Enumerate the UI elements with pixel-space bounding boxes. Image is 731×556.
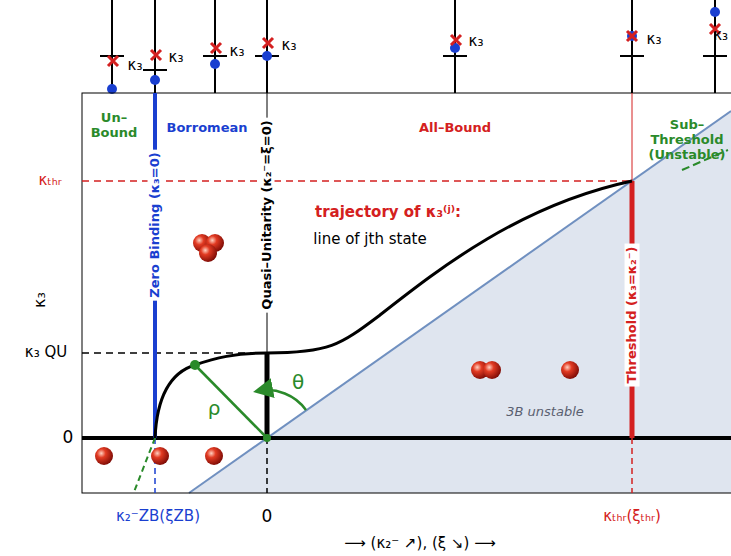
trajectory-label: trajectory of κ₃⁽ʲ⁾:	[315, 204, 461, 221]
qu-dash2	[266, 438, 268, 493]
kappa-icon: κ₃	[128, 57, 143, 74]
region-label: Sub– Threshold (Unstable)	[646, 118, 728, 163]
kappa-icon: κ₃	[282, 37, 297, 54]
theta-label: θ	[292, 371, 304, 394]
thr-thin	[632, 93, 633, 181]
boundary-label: Threshold (κ₃=κ₂⁻)	[625, 243, 640, 386]
zb-dash	[154, 438, 156, 493]
threshold-diagonal	[189, 111, 731, 493]
rho-line	[195, 365, 267, 438]
axis-tick: 0	[63, 428, 74, 448]
boundary-label: Zero Binding (κ₃=0)	[148, 149, 163, 300]
axis-tick: κₜₕᵣ(ξₜₕᵣ)	[603, 508, 661, 525]
region-note: 3B unstable	[506, 405, 584, 420]
region-label: Un– Bound	[84, 111, 144, 141]
kappa-icon: κ₃	[469, 33, 484, 50]
unstable-region	[189, 111, 731, 493]
axis-tick: κ₃ QU	[25, 344, 67, 361]
kappa-icon: κ₃	[713, 27, 728, 44]
axis-tick: κₜₕᵣ	[38, 172, 61, 189]
unbound-dash	[134, 438, 155, 492]
boundary-label: Quasi–Unitarity (κ₂⁻=ξ=0)	[260, 117, 275, 312]
blue-dots	[107, 7, 720, 94]
kappa-icon: κ₃	[230, 43, 245, 60]
thr-dash	[631, 438, 633, 493]
trajectory-label: line of jth state	[313, 231, 426, 248]
nuclei	[95, 234, 579, 465]
kappa-icon: κ₃	[647, 31, 662, 48]
origin-dot	[263, 434, 271, 442]
rho-label: ρ	[208, 397, 221, 420]
kappa-icon: κ₃	[169, 49, 184, 66]
level-icons	[100, 0, 727, 93]
red-crosses	[108, 24, 720, 66]
axis-title: κ₃	[31, 292, 49, 308]
qu-line	[265, 353, 270, 438]
axis-tick: 0	[262, 507, 273, 527]
axis-tick: κ₂⁻ZB(ξZB)	[116, 508, 200, 525]
rho-dot	[190, 360, 200, 370]
trajectory-curve	[155, 181, 632, 438]
region-label: Borromean	[167, 121, 248, 136]
axis-title: ⟶ (κ₂⁻ ↗), (ξ ↘) ⟶	[344, 535, 495, 552]
region-label: All–Bound	[419, 121, 491, 136]
plot-frame	[82, 93, 731, 493]
kthr-dash	[82, 180, 632, 182]
